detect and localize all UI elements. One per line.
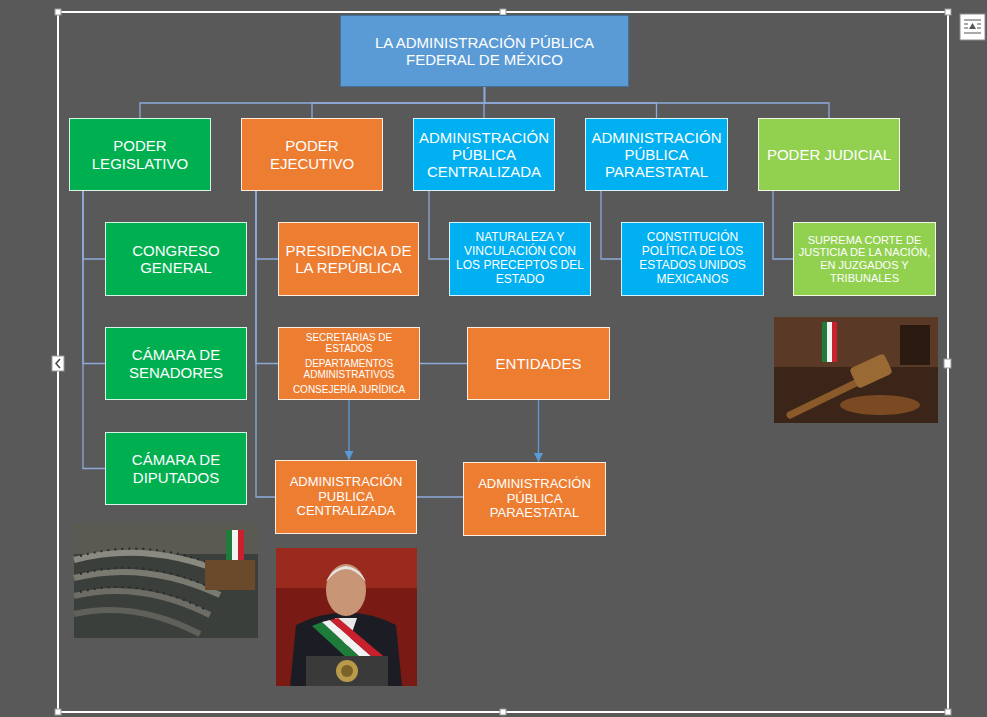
flag-stripe (232, 530, 238, 564)
org-box: PRESIDENCIA DE LA REPÚBLICA (278, 222, 419, 296)
resize-handle (55, 9, 61, 15)
photo-ground (276, 548, 417, 686)
org-box: SECRETARIAS DE ESTADOS DEPARTAMENTOS ADMI… (278, 327, 420, 400)
photo-ground (74, 524, 258, 638)
court-photo (774, 317, 938, 423)
connector-line (83, 191, 105, 259)
box-label: DEPARTAMENTOS ADMINISTRATIVOS (283, 358, 415, 381)
org-box: ADMINISTRACIÓN PÚBLICA PARAESTATAL (463, 462, 606, 536)
org-box: PODER LEGISLATIVO (69, 118, 211, 191)
connector-line (256, 191, 278, 259)
resize-handle (944, 359, 951, 368)
people-row (80, 549, 226, 570)
connector-line (256, 191, 275, 497)
connector-line (429, 191, 449, 259)
connector-arrow (348, 400, 349, 460)
connector-line (256, 191, 278, 364)
connector-line (140, 87, 485, 118)
box-label: PODER EJECUTIVO (246, 137, 378, 172)
org-box: NATURALEZA Y VINCULACIÓN CON LOS PRECEPT… (449, 222, 591, 296)
flag-stripe (822, 322, 827, 362)
box-label: CONGRESO GENERAL (110, 242, 242, 277)
box-label: NATURALEZA Y VINCULACIÓN CON LOS PRECEPT… (454, 231, 586, 286)
president-photo (276, 548, 417, 686)
flag-stripe (827, 322, 832, 362)
connector-line (485, 87, 830, 118)
connector-line (83, 191, 105, 364)
connector-line (417, 496, 463, 497)
box-label: CÁMARA DE SENADORES (110, 346, 242, 381)
lectern (306, 656, 388, 686)
box-label: PRESIDENCIA DE LA REPÚBLICA (283, 242, 414, 277)
chair (900, 325, 930, 365)
org-box: CONSTITUCIÓN POLÍTICA DE LOS ESTADOS UNI… (621, 222, 764, 296)
box-label: CÁMARA DE DIPUTADOS (110, 451, 242, 486)
org-box: CÁMARA DE SENADORES (105, 327, 247, 400)
layout-icon-shape (969, 23, 976, 29)
people-row (80, 568, 216, 590)
org-box: PODER JUDICIAL (758, 118, 900, 191)
photo-ground (774, 317, 938, 423)
box-label: ADMINISTRACIÓN PÚBLICA PARAESTATAL (590, 129, 723, 181)
box-label: ADMINISTRACIÓN PÚBLICA PARAESTATAL (468, 477, 601, 522)
org-box: PODER EJECUTIVO (241, 118, 383, 191)
layout-icon-lines (964, 20, 981, 33)
org-box: ADMINISTRACIÓN PÚBLICA PARAESTATAL (585, 118, 728, 191)
connector-line (312, 87, 485, 118)
org-box: ENTIDADES (467, 327, 610, 400)
podium (205, 560, 255, 590)
seal (336, 660, 358, 682)
seat-row (74, 610, 200, 634)
box-label: CONSEJERÍA JURÍDICA (283, 384, 415, 396)
suit (290, 613, 402, 687)
flag-stripe (226, 530, 232, 564)
connector-line (83, 191, 105, 469)
box-label: SECRETARIAS DE ESTADOS (283, 332, 415, 355)
resize-handle (945, 9, 951, 15)
resize-handle (52, 356, 64, 371)
connector-line (773, 191, 793, 259)
box-label: PODER LEGISLATIVO (74, 137, 206, 172)
gavel-handle (790, 380, 862, 415)
box-label: PODER JUDICIAL (763, 146, 895, 163)
resize-handle (500, 709, 506, 715)
layout-icon (960, 14, 985, 40)
box-label: SUPREMA CORTE DE JUSTICIA DE LA NACIÓN, … (798, 234, 931, 285)
gavel-head (849, 353, 893, 389)
box-label: ENTIDADES (472, 355, 605, 372)
selection-frame (58, 12, 948, 712)
box-label: ADMINISTRACIÓN PÚBLICA CENTRALIZADA (418, 129, 550, 181)
org-box: CONGRESO GENERAL (105, 222, 247, 296)
box-label: LA ADMINISTRACIÓN PÚBLICA FEDERAL DE MÉX… (345, 34, 624, 69)
resize-handle (55, 709, 61, 715)
bench (774, 317, 938, 367)
seal-center (341, 665, 353, 677)
handle-arrow (56, 359, 60, 368)
connector-arrow (538, 400, 539, 462)
org-box: ADMINISTRACIÓN PUBLICA CENTRALIZADA (275, 460, 417, 534)
flag-stripe (238, 530, 244, 564)
org-box: ADMINISTRACIÓN PÚBLICA CENTRALIZADA (413, 118, 555, 191)
face (326, 564, 366, 616)
box-label: CONSTITUCIÓN POLÍTICA DE LOS ESTADOS UNI… (626, 231, 759, 286)
hair (326, 566, 366, 582)
congress-photo (74, 524, 258, 638)
sound-block (840, 395, 920, 415)
connector-line (420, 363, 467, 364)
org-box: CÁMARA DE DIPUTADOS (105, 432, 247, 505)
flag-stripe (832, 322, 837, 362)
people-row (80, 587, 206, 610)
title-box: LA ADMINISTRACIÓN PÚBLICA FEDERAL DE MÉX… (340, 15, 629, 87)
resize-handle (945, 709, 951, 715)
connector-line (601, 191, 621, 259)
org-box: SUPREMA CORTE DE JUSTICIA DE LA NACIÓN, … (793, 222, 936, 296)
box-label: ADMINISTRACIÓN PUBLICA CENTRALIZADA (280, 475, 412, 520)
